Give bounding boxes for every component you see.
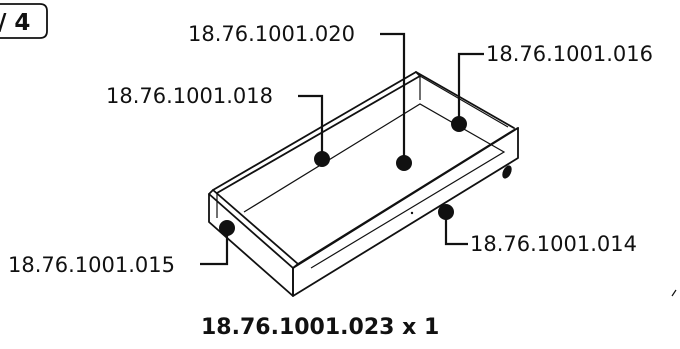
callout-left-side-marker	[314, 151, 330, 167]
callout-bottom-panel: 18.76.1001.020	[188, 22, 412, 171]
drawer-box	[208, 71, 519, 297]
drawer-back-top-edge	[415, 71, 515, 129]
callout-left-side: 18.76.1001.018	[106, 84, 330, 167]
drawer-back-inner-edge	[419, 75, 509, 128]
callout-bottom-panel-leader	[380, 32, 406, 162]
callout-front-panel-label: 18.76.1001.015	[8, 253, 175, 277]
callout-right-side-label: 18.76.1001.014	[470, 232, 637, 256]
callout-back-panel-leader	[457, 52, 484, 123]
callout-front-panel-marker	[219, 220, 235, 236]
drawer-handle-notch	[502, 165, 512, 179]
callout-left-side-leader	[298, 94, 324, 158]
step-number: / 4	[0, 10, 30, 36]
callout-front-panel: 18.76.1001.015	[8, 220, 235, 277]
assembly-code-label: 18.76.1001.023 x 1	[201, 315, 439, 340]
callout-back-panel-marker	[451, 116, 467, 132]
drawer-front-end-face	[208, 193, 294, 297]
callout-back-panel-label: 18.76.1001.016	[486, 42, 653, 66]
callout-right-side-marker	[438, 204, 454, 220]
edge-mark	[671, 289, 677, 297]
drawer-right-side-top-edge	[297, 127, 519, 265]
callout-bottom-panel-label: 18.76.1001.020	[188, 22, 355, 46]
callout-right-side-leader	[444, 213, 468, 246]
callout-back-panel: 18.76.1001.016	[451, 42, 653, 132]
callout-left-side-label: 18.76.1001.018	[106, 84, 273, 108]
callout-bottom-panel-marker	[396, 155, 412, 171]
callout-front-panel-leader	[200, 229, 229, 266]
drawer-pilot-hole	[410, 211, 414, 215]
step-badge-frame	[0, 3, 48, 39]
step-badge: / 4	[0, 3, 48, 39]
callout-right-side: 18.76.1001.014	[438, 204, 637, 256]
